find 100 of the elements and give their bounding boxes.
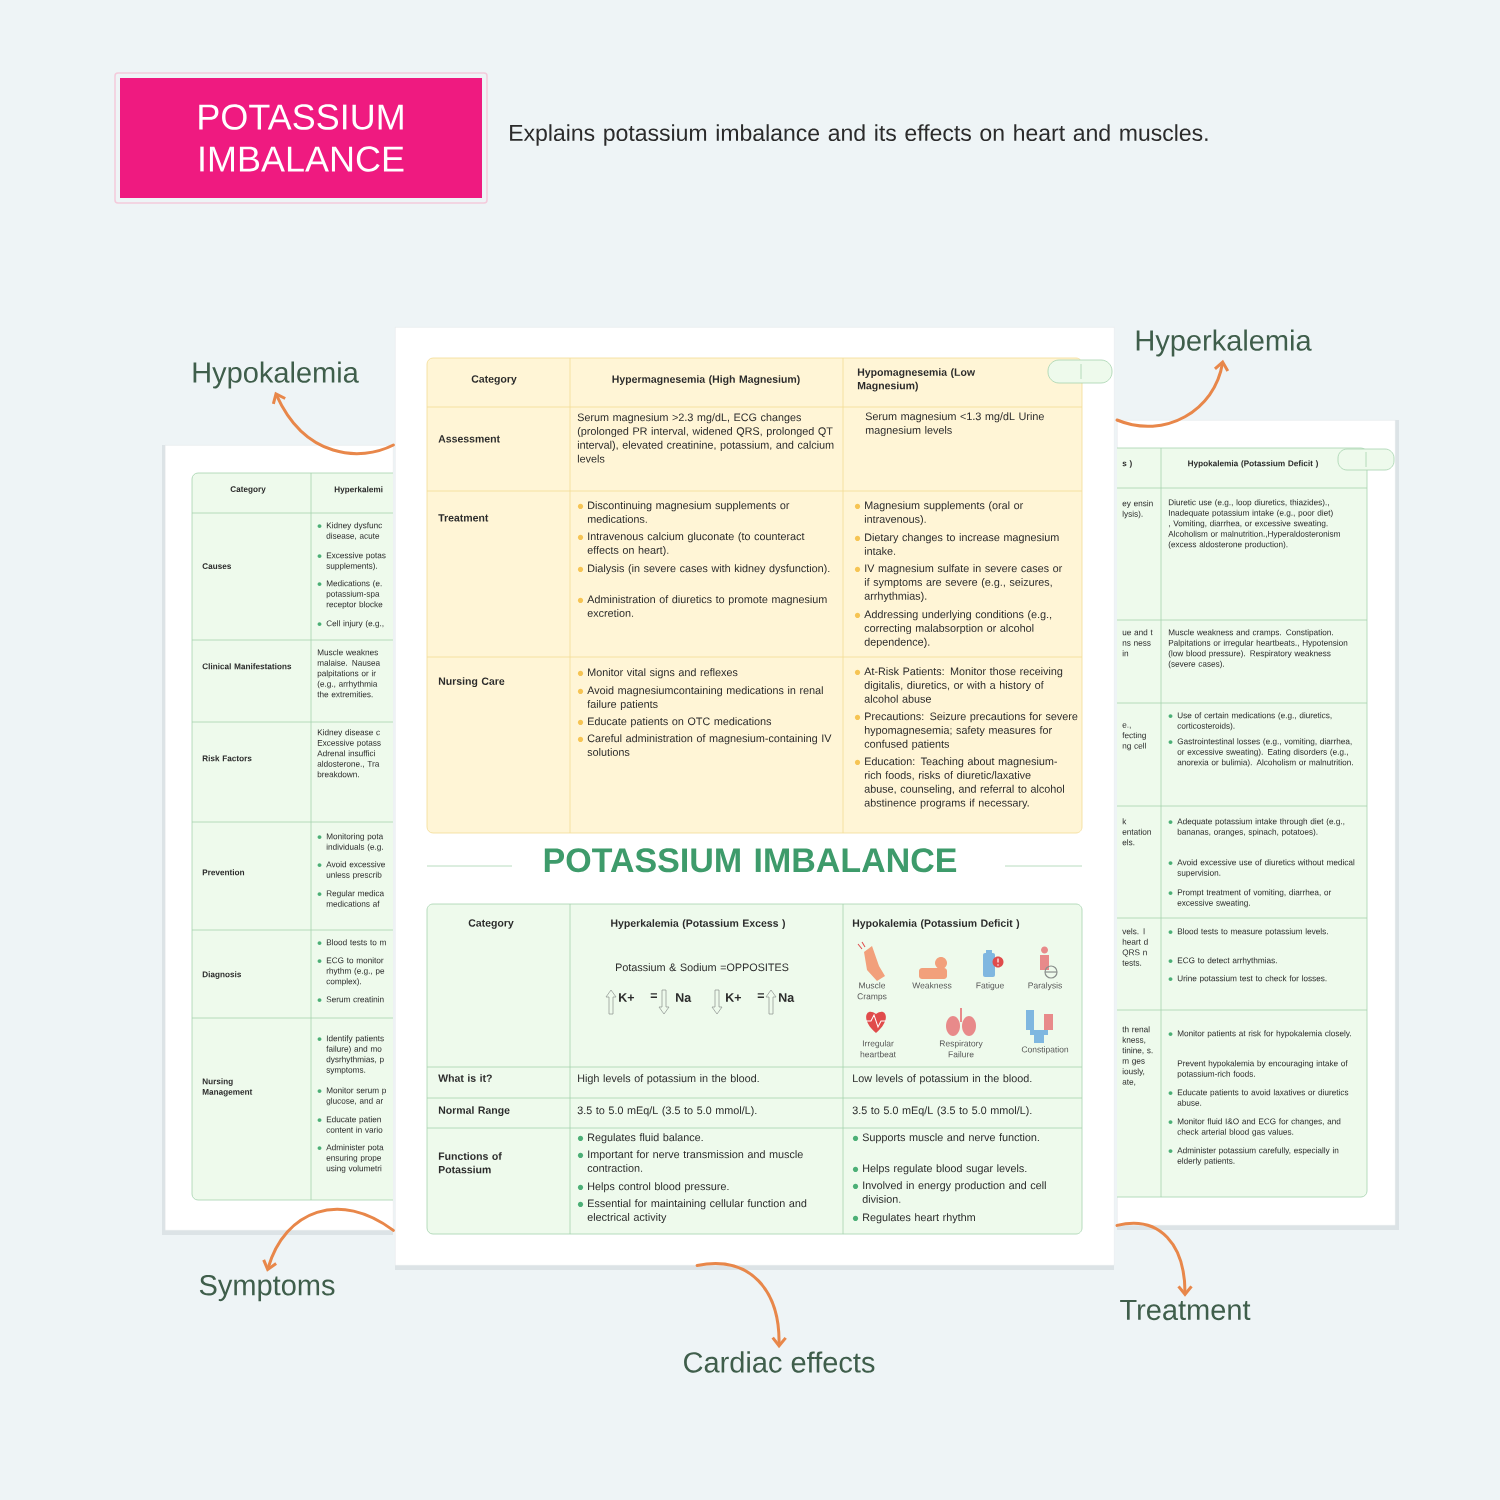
bullet-item: Adequate potassium intake through diet (e.g., bananas, oranges, spinach, potatoes). [1168,818,1345,837]
bullet-item: Involved in energy production and cell division. [852,1181,1046,1203]
bullet-item: Careful administration of magnesium-containing IV solutions [577,734,832,756]
row-header: Diagnosis [202,971,242,979]
bullet-item: Blood tests to m [317,939,386,946]
icon-caption: Irregular heartbeat [860,1040,896,1058]
bullet-item: Helps control blood pressure. [577,1182,729,1193]
bullet-item: Magnesium supplements (oral or intravenous). [854,501,1024,526]
bullet-item: Excessive potas supplements). [317,552,386,571]
bullet-item: ECG to monitor rhythm (e.g., pe complex). [317,957,385,986]
bullet-item: Helps regulate blood sugar levels. [852,1164,1027,1175]
bullet-item: Educate patients to avoid laxatives or diuretics abuse. [1168,1089,1349,1106]
bullet-item: Avoid excessive use of diuretics without medical supervision. [1168,859,1355,878]
bullet-item: At-Risk Patients: Monitor those receiving digitalis, diuretics, or with a history of alcohol abuse [854,667,1063,703]
symbol-text: Na [779,993,795,1002]
symbol-text: K+ [726,993,741,1002]
heading: POTASSIUM IMBALANCE [544,848,957,873]
bullet-item: Discontinuing magnesium supplements or medications. [577,501,790,523]
column-header: Category [230,486,266,494]
arrow [1115,1222,1193,1297]
bullet-item: Avoid excessive unless prescrib [317,861,385,880]
column-header: Hypokalemia (Potassium Deficit ) [1188,460,1318,468]
symbol-text: = [650,993,657,998]
bullet-item: Cell injury (e.g., [317,620,384,628]
bullet-item: Dietary changes to increase magnesium intake. [854,533,1059,555]
cell-text: Diuretic use (e.g., loop diuretics, thiazides)., Inadequate potassium intake (e.g., poor diet) , Vomiting, diarrhea, or excessive sweating. Alcoholism or malnutrition.,Hyperaldosteronism (excess aldosterone production). [1168,499,1340,549]
callout-label: Cardiac effects [684,1351,875,1373]
icon-caption: Muscle Cramps [857,982,887,1001]
cell-text: ey ensin lysis). [1122,500,1153,519]
bullet-item: Gastrointestinal losses (e.g., vomiting, diarrhea, or excessive sweating). Eating disorders (e.g., anorexia or bulimia). Alcoholism or malnutrition. [1168,738,1353,767]
bullet-item: Monitor vital signs and reflexes [577,668,738,679]
row-header: Clinical Manifestations [202,663,292,670]
callout-label: Hyperkalemia [1136,329,1312,357]
cell-text: Prevent hypokalemia by encouraging intake of potassium-rich foods. [1177,1060,1348,1079]
cell-text: Low levels of potassium in the blood. [853,1074,1032,1085]
bullet-item: Administer potassium carefully, especially in elderly patients. [1168,1147,1339,1166]
bullet-item: IV magnesium sulfate in severe cases or if symptoms are severe (e.g., seizures, arrhythmias). [854,564,1063,602]
bullet-item: Avoid magnesiumcontaining medications in renal failure patients [577,686,823,711]
symbol-text: K+ [619,993,634,1002]
row-header: Normal Range [438,1106,510,1117]
bullet-item: ECG to detect arrhythmias. [1168,957,1277,965]
symbol-text: Na [676,993,692,1002]
cell-text: 3.5 to 5.0 mEq/L (3.5 to 5.0 mmol/L). [577,1106,757,1117]
row-header: Risk Factors [202,755,252,762]
cell-text: Serum magnesium >2.3 mg/dL, ECG changes (prolonged PR interval, widened QRS, prolonged QT interval), elevated creatinine, potassium, and calcium levels [577,413,834,463]
subtitle: Explains potassium imbalance and its effects on heart and muscles. [510,124,1208,146]
row-header: Nursing Management [202,1078,253,1097]
row-header: Prevention [202,869,245,876]
cell-text: 3.5 to 5.0 mEq/L (3.5 to 5.0 mmol/L). [852,1106,1032,1117]
icon-caption: Respiratory Failure [939,1040,983,1058]
column-header: Hypokalemia (Potassium Deficit ) [852,919,1020,929]
bullet-item: Regular medica medications af [317,890,385,907]
title-badge: POTASSIUM IMBALANCE [114,72,488,204]
bullet-item: Dialysis (in severe cases with kidney dysfunction). [577,564,830,575]
column-header: Category [468,919,514,929]
cell-text: e., fecting ng cell [1122,723,1146,751]
bullet-item: Monitoring pota individuals (e.g. [317,833,384,852]
arrow [262,1207,395,1272]
row-header: Nursing Care [438,677,505,688]
row-header: Causes [202,563,232,569]
column-header: Hypermagnesemia (High Magnesium) [612,375,800,386]
cell-text: Serum magnesium <1.3 mg/dL Urine magnesium levels [865,412,1044,437]
callout-label: Symptoms [199,1274,335,1302]
bullet-item: Medications (e. potassium-spa receptor blocke [317,580,383,609]
column-header: Category [471,375,517,385]
bullet-item: Monitor patients at risk for hypokalemia closely. [1168,1030,1351,1038]
row-header: Assessment [438,435,500,443]
symbol-text: = [757,993,764,998]
cell-text: High levels of potassium in the blood. [578,1074,759,1085]
cell-text: k entation els. [1122,818,1151,846]
bullet-item: Identify patients failure) and mo dysrhythmias, p symptoms. [317,1035,384,1075]
row-header: Functions of Potassium [438,1152,502,1174]
column-header: Hyperkalemia (Potassium Excess ) [611,919,785,929]
column-header: Hyperkalemi [334,486,383,494]
column-header: s ) [1122,460,1132,468]
arrow [695,1262,787,1349]
bullet-item: Addressing underlying conditions (e.g., correcting malabsorption or alcohol dependence). [854,610,1052,648]
bullet-item: Administration of diuretics to promote magnesium excretion. [577,595,827,617]
bullet-item: Education: Teaching about magnesium-rich foods, risks of diuretic/laxative abuse, counseling, and referral to alcohol abstinence programs if necessary. [854,757,1064,809]
bullet-item: Essential for maintaining cellular function and electrical activity [577,1199,807,1224]
bullet-item: Administer pota ensuring prope using volumetri [317,1144,384,1173]
bullet-item: Regulates fluid balance. [577,1133,703,1144]
cell-text: Muscle weakness and cramps. Constipation. Palpitations or irregular heartbeats., Hypotension (low blood pressure). Respiratory weakness (severe cases). [1168,629,1348,669]
icon-caption: Constipation [1021,1046,1069,1055]
bullet-item: Use of certain medications (e.g., diuretics, corticosteroids). [1168,712,1332,731]
bullet-item: Regulates heart rhythm [852,1213,975,1224]
bullet-item: Prompt treatment of vomiting, diarrhea, or excessive sweating. [1168,889,1332,908]
cell-text: ue and t ns ness in [1122,629,1153,657]
row-header: Treatment [438,514,489,522]
callout-label: Hypokalemia [193,361,359,389]
bullet-item: Educate patients on OTC medications [577,717,772,728]
cell-text: Muscle weaknes malaise. Nausea palpitations or ir (e.g., arrhythmia the extremities. [317,649,381,698]
callout-label: Treatment [1120,1299,1251,1321]
bullet-item: Supports muscle and nerve function. [852,1133,1039,1144]
bullet-item: Serum creatinin [317,996,384,1003]
row-header: What is it? [438,1074,492,1082]
cell-text: Kidney disease c Excessive potass Adrenal insuffici aldosterone., Tra breakdown. [317,729,381,778]
bullet-item: Important for nerve transmission and muscle contraction. [577,1150,803,1172]
bullet-item: Intravenous calcium gluconate (to counteract effects on heart). [577,532,805,557]
bullet-item: Urine potassium test to check for losses. [1168,975,1327,983]
